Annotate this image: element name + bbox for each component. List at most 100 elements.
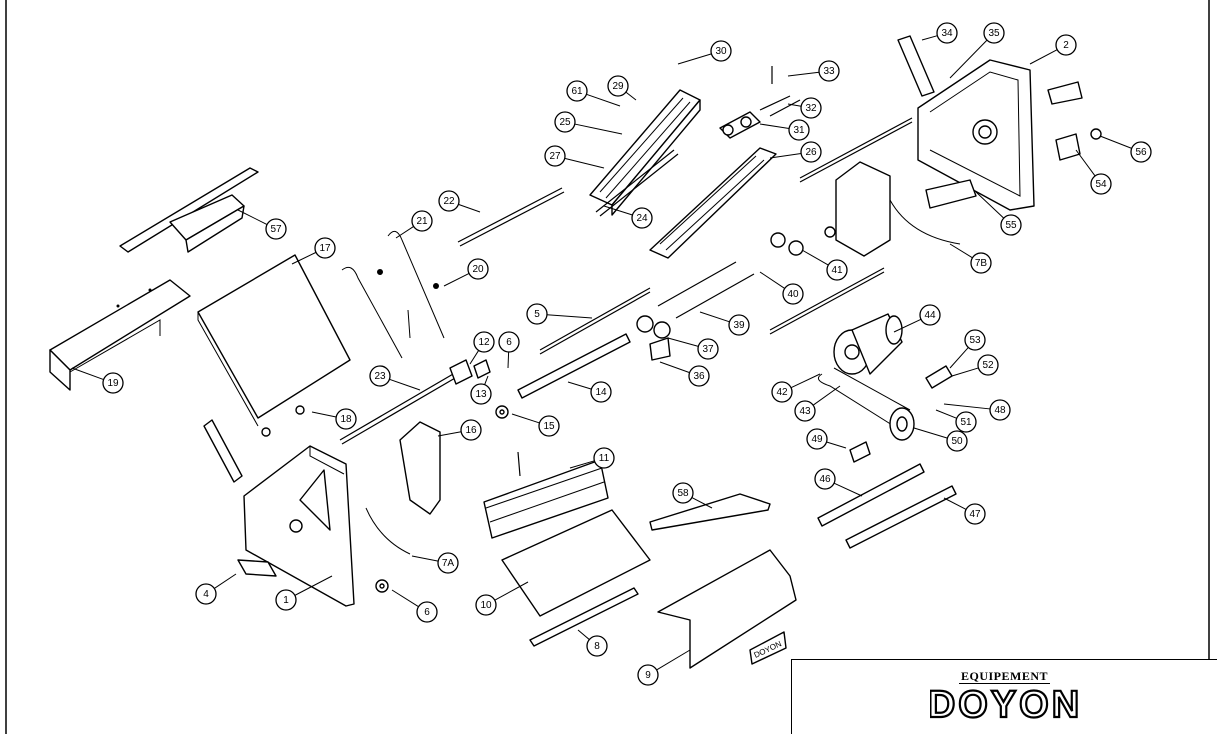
right-side-plate: [835, 161, 891, 257]
callout-58: 58: [672, 482, 713, 509]
callout-balloon: [800, 97, 822, 119]
callout-1: 1: [275, 575, 333, 611]
brand-logo-text: DOYON: [930, 684, 1080, 726]
callout-balloon: [919, 304, 941, 326]
part-49-fitting: [849, 441, 871, 463]
part-47-rail: [845, 485, 957, 549]
callout-leader: [71, 367, 104, 381]
callout-label: 36: [693, 371, 705, 382]
callout-leader: [801, 249, 829, 266]
callout-44: 44: [893, 304, 941, 333]
part-57-handle: [119, 167, 259, 253]
callout-10: 10: [475, 581, 529, 616]
callout-label: 58: [677, 488, 689, 499]
part-2-right-frame: [917, 59, 1035, 211]
callout-leader: [586, 93, 621, 107]
part-7b-cable: [889, 199, 961, 245]
callout-label: 17: [319, 243, 331, 254]
callout-label: 42: [776, 387, 788, 398]
callout-leader: [625, 91, 637, 101]
callout-leader: [677, 53, 712, 65]
callout-22: 22: [438, 190, 481, 213]
callout-23: 23: [369, 365, 421, 391]
callout-9: 9: [637, 649, 691, 686]
callout-41: 41: [801, 249, 848, 281]
callout-52: 52: [951, 354, 999, 377]
callout-31: 31: [759, 119, 810, 141]
callout-leader: [949, 347, 969, 369]
callout-6: 6: [498, 331, 520, 369]
part-37-gears: [636, 315, 671, 361]
callout-label: 4: [203, 589, 209, 600]
callout-balloon: [195, 583, 217, 605]
part-7a-cable: [365, 507, 411, 555]
callout-balloon: [955, 411, 977, 433]
callout-leader: [469, 350, 480, 365]
callout-label: 25: [559, 117, 571, 128]
callout-4: 4: [195, 573, 237, 605]
callout-balloon: [989, 399, 1011, 421]
callout-label: 37: [702, 344, 714, 355]
callout-label: 16: [465, 425, 477, 436]
callout-balloon: [498, 331, 520, 353]
callout-37: 37: [667, 337, 719, 360]
callout-34: 34: [921, 22, 958, 44]
callout-leader: [569, 460, 595, 469]
callout-leader: [567, 381, 592, 390]
callout-label: 11: [599, 453, 610, 464]
callout-balloon: [335, 408, 357, 430]
part-26-frame: [649, 147, 777, 259]
callout-balloon: [566, 80, 588, 102]
callout-label: 12: [478, 337, 490, 348]
callout-leader: [913, 427, 948, 439]
callout-balloon: [936, 22, 958, 44]
callout-leader: [494, 581, 529, 601]
callout-15: 15: [511, 413, 560, 437]
callout-leader: [1099, 135, 1132, 149]
callout-balloon: [554, 111, 576, 133]
callout-label: 14: [595, 387, 607, 398]
callout-54: 54: [1075, 149, 1112, 195]
callout-leader: [1029, 49, 1058, 65]
part-19-bracket: [49, 279, 191, 391]
callout-label: 8: [594, 641, 600, 652]
callout-balloon: [637, 664, 659, 686]
callout-label: 35: [988, 28, 1000, 39]
callout-balloon: [265, 218, 287, 240]
callout-39: 39: [699, 311, 750, 336]
callout-51: 51: [935, 409, 977, 433]
callout-leader: [667, 337, 699, 347]
callout-label: 15: [543, 421, 555, 432]
part-11-comb: [483, 451, 609, 539]
callout-leader: [699, 311, 730, 323]
callout-label: 24: [636, 213, 648, 224]
part-43-belt: [817, 367, 911, 431]
callout-balloon: [728, 314, 750, 336]
callout-20: 20: [443, 258, 489, 287]
callout-balloon: [697, 338, 719, 360]
callout-29: 29: [607, 75, 637, 101]
callout-leader: [949, 39, 988, 79]
callout-balloon: [826, 259, 848, 281]
callout-leader: [943, 403, 991, 410]
callout-leader: [787, 103, 802, 107]
callout-balloon: [1000, 214, 1022, 236]
callout-label: 52: [982, 360, 994, 371]
part-50-pulley: [889, 407, 915, 441]
callout-48: 48: [943, 399, 1011, 421]
callout-balloon: [1130, 141, 1152, 163]
callout-55: 55: [975, 191, 1022, 236]
callout-balloon: [467, 258, 489, 280]
part-4-handle: [237, 559, 277, 577]
callout-label: 20: [472, 264, 484, 275]
callout-61: 61: [566, 80, 621, 107]
callout-balloon: [983, 22, 1005, 44]
callout-balloon: [593, 447, 615, 469]
callout-label: 55: [1005, 220, 1017, 231]
callout-32: 32: [787, 97, 822, 119]
callout-leader: [787, 71, 820, 77]
part-10-chute: [501, 509, 651, 617]
callout-label: 57: [270, 224, 282, 235]
callout-balloon: [946, 430, 968, 452]
